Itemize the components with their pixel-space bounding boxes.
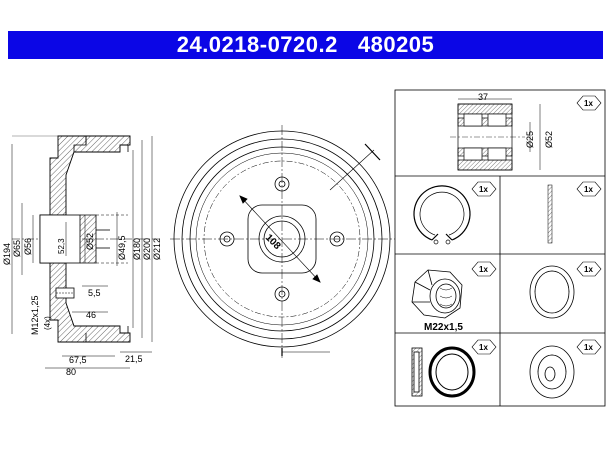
dim-52-3: 52,3	[57, 238, 66, 254]
dim-46: 46	[86, 310, 96, 320]
dim-180: Ø180	[132, 238, 142, 260]
dim-49-5: Ø49,5	[117, 235, 127, 260]
thread-count: (4x)	[43, 316, 52, 330]
dim-67-5: 67,5	[69, 355, 87, 365]
dim-56: Ø56	[23, 238, 33, 255]
nut-qty: 1x	[479, 265, 488, 274]
cap-qty: 1x	[584, 265, 593, 274]
seal-qty: 1x	[479, 343, 488, 352]
circlip-qty-badge: 1x	[471, 181, 497, 197]
cap-qty-badge: 1x	[576, 261, 602, 277]
seal-qty-badge: 1x	[471, 339, 497, 355]
bearing-qty: 1x	[584, 99, 593, 108]
dim-52: Ø52	[85, 233, 95, 250]
nut-drawing	[411, 269, 463, 319]
nut-qty-badge: 1x	[471, 261, 497, 277]
dim-212: Ø212	[152, 238, 162, 260]
part-number: 24.0218-0720.2	[176, 32, 338, 57]
ring-qty: 1x	[584, 185, 593, 194]
circlip-drawing	[413, 184, 553, 245]
cap-drawing	[529, 265, 575, 319]
pcd-label: 108	[263, 232, 283, 252]
dim-194: Ø194	[2, 243, 12, 265]
ref-number: 480205	[357, 32, 435, 57]
nut-thread: M22x1,5	[424, 322, 463, 333]
bearing-drawing	[450, 98, 541, 171]
dust-cap-qty: 1x	[584, 343, 593, 352]
bearing-outer: Ø52	[544, 131, 554, 148]
dust-cap-drawing	[529, 345, 575, 399]
side-section-view	[12, 135, 160, 343]
dim-5-5: 5,5	[88, 288, 101, 298]
bearing-width: 37	[478, 92, 488, 102]
bearing-inner: Ø25	[525, 131, 535, 148]
thread-label: M12x1,25	[30, 295, 40, 335]
dim-21-5: 21,5	[125, 354, 143, 364]
front-view	[170, 125, 395, 358]
dim-65: Ø65	[12, 240, 22, 257]
side-dimensions	[11, 135, 153, 369]
header-bar: 24.0218-0720.2 480205	[8, 31, 603, 59]
seal-drawing	[411, 346, 476, 398]
dust-cap-qty-badge: 1x	[576, 339, 602, 355]
side-dim-labels: Ø194 Ø65 Ø56 52,3 Ø52 Ø49,5 Ø180 Ø200 Ø2…	[2, 233, 162, 377]
dim-80: 80	[66, 367, 76, 377]
dim-200: Ø200	[142, 238, 152, 260]
ring-qty-badge: 1x	[576, 181, 602, 197]
parts-grid	[394, 89, 606, 407]
bearing-qty-badge: 1x	[576, 95, 602, 111]
circlip-qty: 1x	[479, 185, 488, 194]
